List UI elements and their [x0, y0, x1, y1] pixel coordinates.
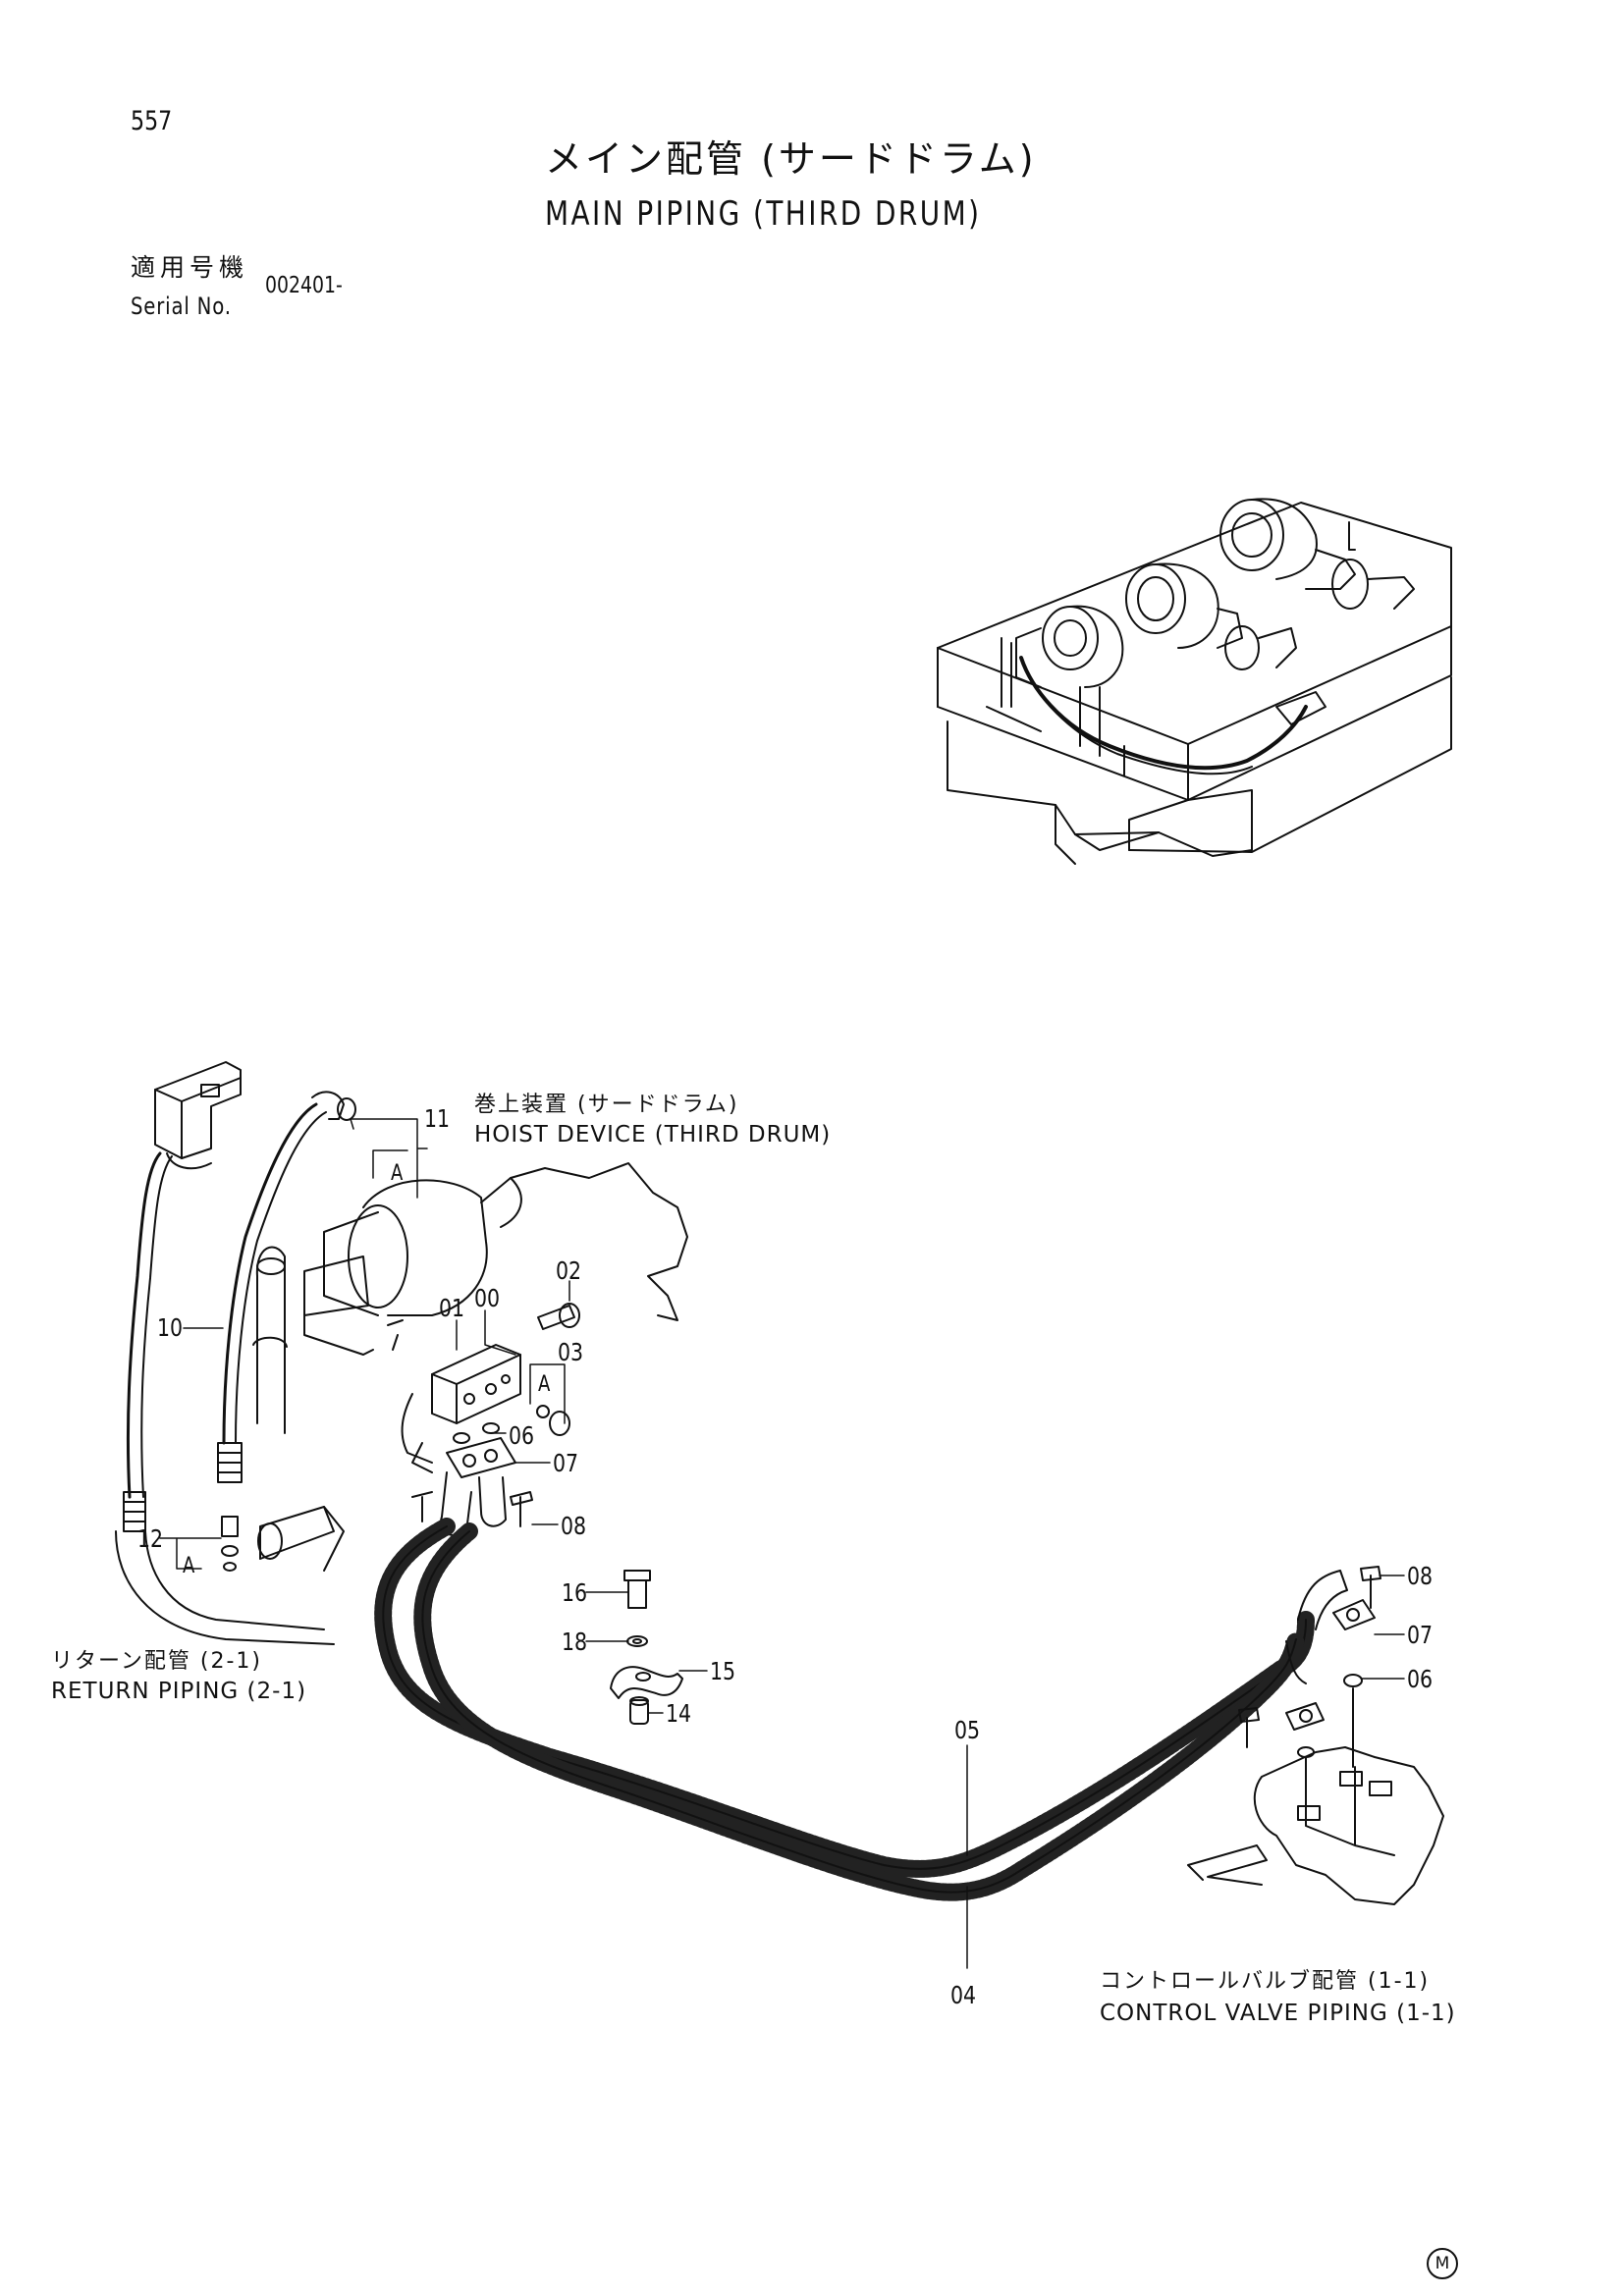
control-valve-label-english: CONTROL VALVE PIPING (1-1) [1100, 2001, 1456, 2026]
part-number-04: 04 [950, 1981, 977, 2009]
serial-number-value: 002401- [265, 273, 343, 298]
serial-label-japanese: 適用号機 [131, 253, 249, 282]
hoist-device-label-english: HOIST DEVICE (THIRD DRUM) [474, 1122, 832, 1148]
part-number-07-right: 07 [1407, 1621, 1434, 1649]
part-number-14: 14 [666, 1699, 692, 1728]
page-title-english: MAIN PIPING (THIRD DRUM) [545, 194, 982, 234]
leader-lines [159, 1118, 1405, 1969]
control-valve-label-japanese: コントロールバルブ配管 (1-1) [1100, 1969, 1431, 1994]
part-number-15: 15 [710, 1657, 736, 1685]
part-number-02: 02 [556, 1256, 582, 1285]
part-number-11: 11 [424, 1104, 451, 1133]
corrugated-hoses [374, 1518, 1348, 1901]
serial-label-english: Serial No. [131, 293, 232, 320]
part-number-07: 07 [553, 1449, 579, 1477]
page-title-japanese: メイン配管 (サードドラム) [545, 137, 1037, 181]
page-number: 557 [131, 106, 173, 136]
return-piping-assembly [115, 1061, 356, 1645]
return-piping-label-japanese: リターン配管 (2-1) [51, 1649, 262, 1674]
control-valve [1187, 1566, 1444, 1905]
view-marker-a: A [391, 1161, 404, 1186]
hoist-device-label-japanese: 巻上装置 (サードドラム) [474, 1093, 739, 1117]
part-number-16: 16 [562, 1578, 588, 1607]
part-number-06: 06 [509, 1421, 535, 1450]
view-marker-a-3: A [183, 1554, 195, 1578]
view-marker-a-2: A [538, 1372, 551, 1397]
clamp-parts [610, 1570, 683, 1725]
hoist-device [303, 1162, 688, 1536]
part-number-12: 12 [137, 1524, 164, 1553]
part-number-10: 10 [157, 1313, 184, 1342]
overview-drawing [937, 498, 1452, 865]
part-number-08-right: 08 [1407, 1562, 1434, 1590]
part-number-05: 05 [954, 1716, 981, 1744]
part-number-03: 03 [558, 1338, 584, 1366]
part-number-18: 18 [562, 1628, 588, 1656]
part-number-00: 00 [474, 1284, 501, 1312]
part-number-06-right: 06 [1407, 1665, 1434, 1693]
part-number-01: 01 [439, 1294, 465, 1322]
part-number-08: 08 [561, 1512, 587, 1540]
manual-mark-icon: M [1427, 2248, 1458, 2279]
return-piping-label-english: RETURN PIPING (2-1) [51, 1679, 307, 1704]
